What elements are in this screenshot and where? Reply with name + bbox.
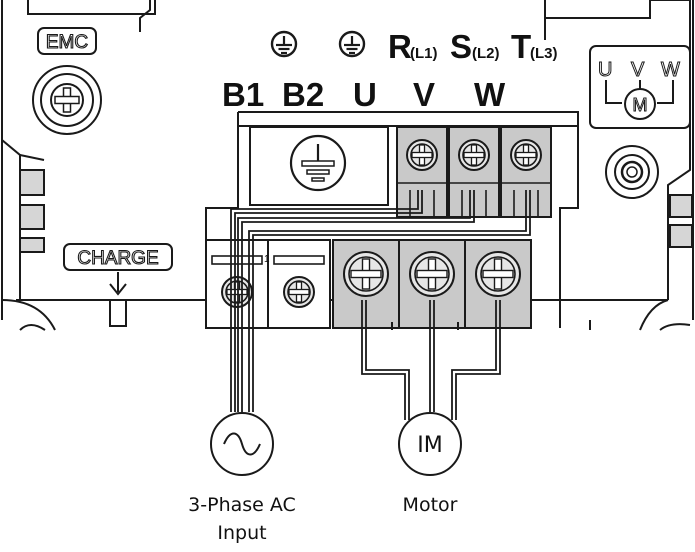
terminal-block-rst	[396, 126, 552, 218]
terminal-label-w: W	[474, 76, 506, 113]
emc-label: EMC	[46, 32, 88, 53]
terminal-label-b2: B2	[282, 76, 324, 113]
terminal-label-u: U	[353, 76, 377, 113]
terminal-screw-icon	[510, 139, 542, 171]
motor-symbol: IM	[398, 412, 462, 476]
terminal-label-t: T	[511, 28, 531, 65]
charge-label: CHARGE	[77, 248, 158, 269]
terminal-label-b1: B1	[222, 76, 264, 113]
ac-input-caption-line1: 3-Phase AC	[188, 494, 296, 516]
terminal-screw-icon	[409, 251, 455, 297]
terminal-block-b1-b2: 1	[205, 239, 331, 329]
terminal-sublabel-l1: (L1)	[410, 45, 438, 62]
terminal-screw-icon	[343, 251, 389, 297]
terminal-screw-icon	[458, 139, 490, 171]
left-side-clip	[19, 154, 45, 253]
motor-diagram-icon: U V W M	[589, 45, 691, 129]
emc-label-box	[37, 27, 97, 55]
terminal-sublabel-l3: (L3)	[530, 45, 558, 62]
side-screw-icon	[605, 145, 659, 199]
charge-label-box	[63, 243, 173, 271]
terminal-screw-icon	[221, 276, 253, 308]
terminal-screw-icon	[283, 276, 315, 308]
ac-input-wiring	[230, 190, 531, 412]
terminal-label-s: S	[450, 28, 472, 65]
terminal-sublabel-l2: (L2)	[472, 45, 500, 62]
motor-diagram-m: M	[633, 95, 648, 115]
ground-symbol-icon	[270, 30, 298, 58]
ac-input-caption-line2: Input	[217, 522, 267, 544]
terminal-label-r: R	[388, 28, 412, 65]
terminal-screw-icon	[475, 251, 521, 297]
motor-caption-text: Motor	[402, 494, 458, 516]
ground-symbol-icon	[338, 30, 366, 58]
motor-caption: Motor	[370, 494, 490, 516]
charge-arrow-icon	[109, 272, 127, 327]
ac-sine-wave-icon	[210, 412, 274, 476]
motor-symbol-label: IM	[417, 433, 442, 458]
ground-terminal	[249, 126, 389, 206]
motor-diagram-w: W	[661, 59, 680, 81]
motor-diagram-u: U	[598, 59, 612, 81]
ac-input-caption: 3-Phase AC Input	[162, 494, 322, 544]
motor-wiring	[361, 300, 501, 420]
emc-screw-icon	[32, 65, 102, 135]
terminal-label-v: V	[413, 76, 435, 113]
motor-diagram-v: V	[631, 59, 645, 81]
terminal-screw-icon	[406, 139, 438, 171]
small-terminal-mark: 1	[264, 254, 270, 265]
right-side-clip	[669, 194, 693, 248]
bottom-cutouts	[1, 299, 691, 331]
